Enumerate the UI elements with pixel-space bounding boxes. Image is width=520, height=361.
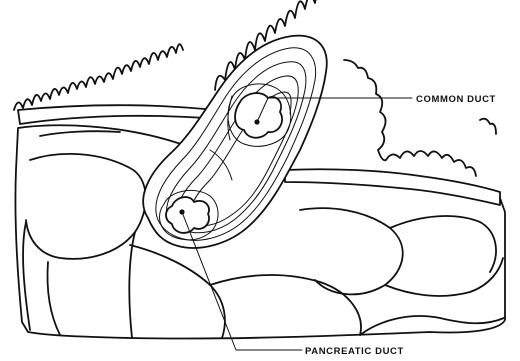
pancreatic-duct-label: PANCREATIC DUCT [305, 346, 404, 357]
common-duct-label: COMMON DUCT [416, 94, 496, 105]
